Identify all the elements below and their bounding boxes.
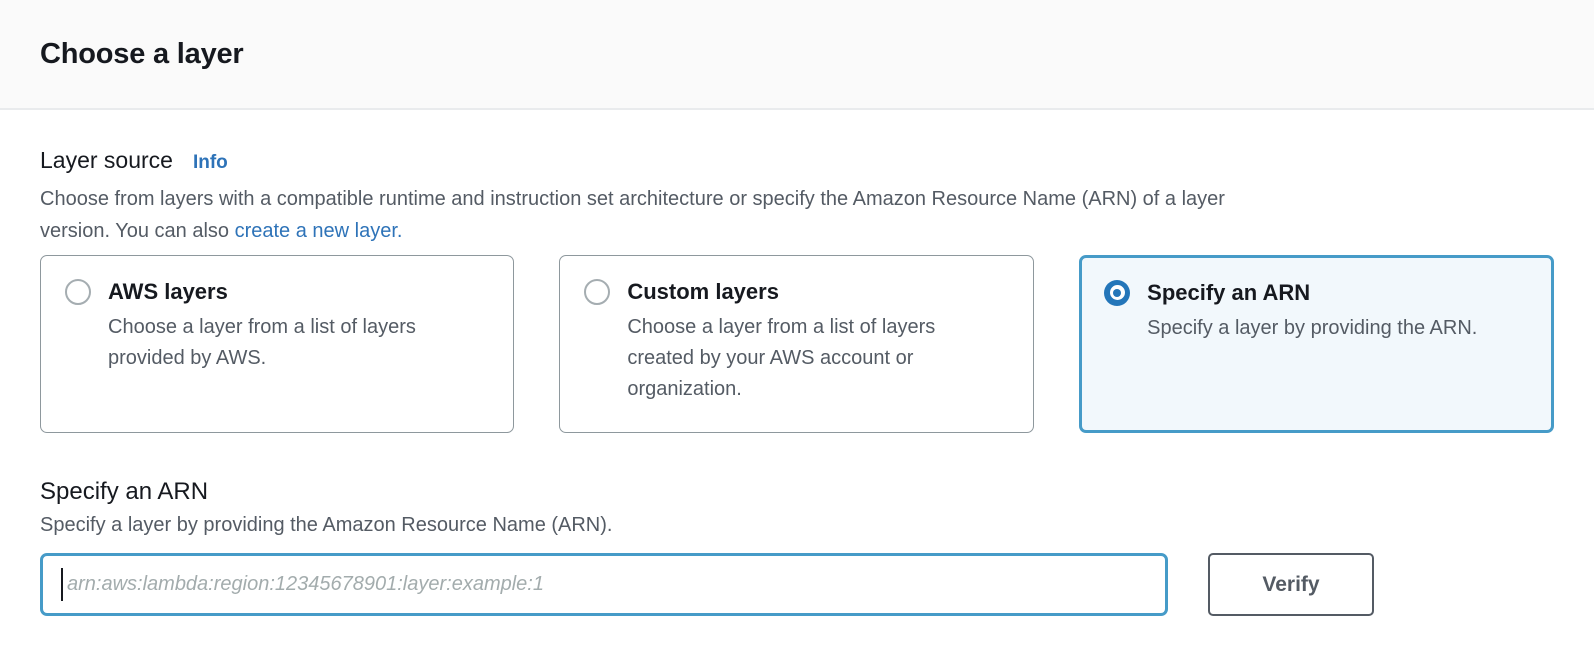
verify-button[interactable]: Verify bbox=[1208, 553, 1374, 616]
info-link[interactable]: Info bbox=[192, 152, 228, 173]
arn-input-row: Verify bbox=[40, 553, 1554, 616]
layer-source-description-line2: version. You can also create a new layer… bbox=[40, 215, 1554, 247]
radio-dot bbox=[1113, 288, 1122, 297]
card-title-row: Custom layers bbox=[584, 279, 1008, 305]
layer-source-description: Choose from layers with a compatible run… bbox=[40, 183, 1554, 247]
layer-source-label-row: Layer source Info bbox=[40, 147, 1554, 174]
arn-input[interactable] bbox=[40, 553, 1168, 616]
option-description: Choose a layer from a list of layers cre… bbox=[627, 316, 936, 400]
text-caret bbox=[61, 568, 63, 601]
layer-source-label: Layer source bbox=[40, 147, 173, 173]
specify-arn-description: Specify a layer by providing the Amazon … bbox=[40, 514, 613, 536]
card-title-row: AWS layers bbox=[65, 279, 489, 305]
layer-source-description-line1: Choose from layers with a compatible run… bbox=[40, 188, 1225, 210]
specify-arn-heading: Specify an ARN bbox=[40, 478, 209, 505]
option-card-custom-layers[interactable]: Custom layers Choose a layer from a list… bbox=[559, 255, 1034, 433]
option-description: Specify a layer by providing the ARN. bbox=[1147, 316, 1478, 339]
arn-input-wrapper bbox=[40, 553, 1168, 616]
radio-selected-icon[interactable] bbox=[1104, 279, 1131, 306]
option-title: AWS layers bbox=[108, 279, 228, 304]
page-header: Choose a layer bbox=[0, 0, 1594, 110]
layer-source-description-line2-prefix: version. You can also bbox=[40, 220, 235, 242]
page-title: Choose a layer bbox=[40, 37, 244, 70]
card-title-row: Specify an ARN bbox=[1104, 279, 1528, 306]
radio-unselected-icon[interactable] bbox=[584, 279, 611, 305]
radio-inner-ring bbox=[1109, 285, 1125, 300]
option-title: Custom layers bbox=[627, 279, 779, 304]
create-new-layer-link[interactable]: create a new layer. bbox=[234, 220, 403, 242]
layer-source-options: AWS layers Choose a layer from a list of… bbox=[40, 255, 1554, 433]
choose-layer-form: Layer source Info Choose from layers wit… bbox=[0, 147, 1594, 616]
option-title: Specify an ARN bbox=[1147, 279, 1311, 305]
radio-unselected-icon[interactable] bbox=[65, 279, 91, 305]
option-card-specify-arn[interactable]: Specify an ARN Specify a layer by provid… bbox=[1078, 255, 1554, 433]
option-card-aws-layers[interactable]: AWS layers Choose a layer from a list of… bbox=[40, 255, 515, 433]
option-description: Choose a layer from a list of layers pro… bbox=[108, 316, 416, 369]
